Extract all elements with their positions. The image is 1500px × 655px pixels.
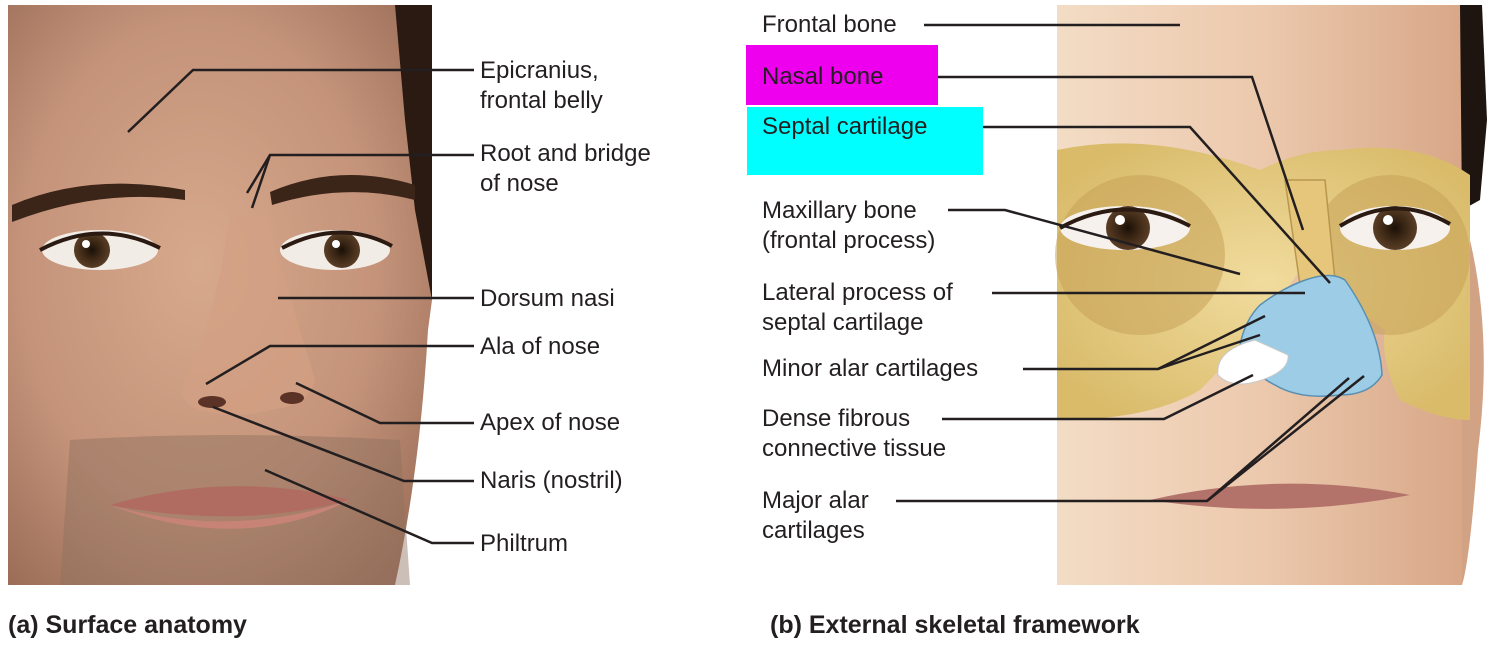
- skeletal-illustration: [1055, 5, 1487, 585]
- label-maxillary-bone: Maxillary bone (frontal process): [762, 196, 935, 256]
- label-septal-cartilage: Septal cartilage: [762, 112, 927, 142]
- label-dorsum-nasi: Dorsum nasi: [480, 284, 615, 314]
- label-lateral-process: Lateral process of septal cartilage: [762, 278, 953, 338]
- label-dense-fibrous: Dense fibrous connective tissue: [762, 404, 946, 464]
- label-ala-of-nose: Ala of nose: [480, 332, 600, 362]
- label-nasal-bone: Nasal bone: [762, 62, 883, 92]
- label-epicranius: Epicranius, frontal belly: [480, 56, 603, 116]
- illus-right-eye: [1340, 206, 1450, 250]
- caption-b: (b) External skeletal framework: [770, 611, 1140, 640]
- face-photo: [8, 5, 432, 585]
- label-frontal-bone: Frontal bone: [762, 10, 897, 40]
- label-minor-alar: Minor alar cartilages: [762, 354, 978, 384]
- label-major-alar: Major alar cartilages: [762, 486, 869, 546]
- label-root-bridge: Root and bridge of nose: [480, 139, 651, 199]
- label-naris: Naris (nostril): [480, 466, 623, 496]
- caption-a: (a) Surface anatomy: [8, 611, 247, 640]
- label-philtrum: Philtrum: [480, 529, 568, 559]
- label-apex-of-nose: Apex of nose: [480, 408, 620, 438]
